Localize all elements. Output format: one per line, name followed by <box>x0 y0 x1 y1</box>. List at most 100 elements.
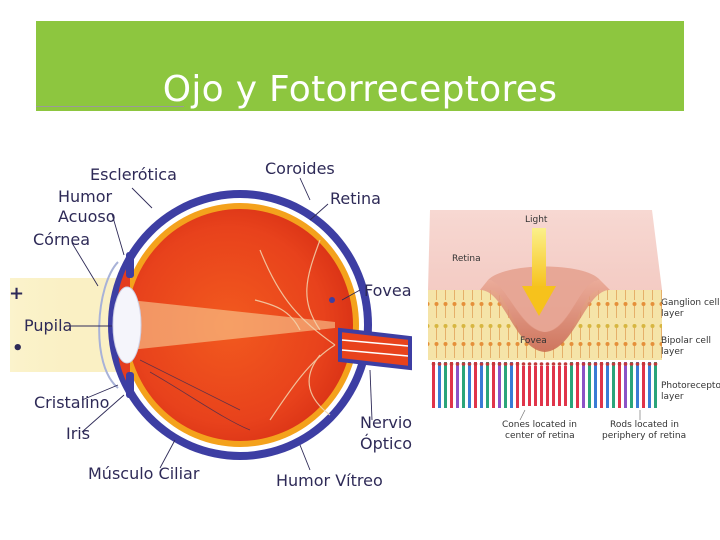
cone-cell <box>546 366 549 406</box>
cone-cell <box>522 366 525 406</box>
light-cone <box>130 300 335 350</box>
rod-cell <box>510 362 513 408</box>
rod-cell <box>612 362 615 408</box>
label-esclerotica: Esclerótica <box>90 165 177 184</box>
rod-cell <box>606 362 609 408</box>
receptor-nucleus <box>539 362 544 366</box>
receptor-nucleus <box>443 362 448 366</box>
receptor-nucleus <box>557 362 562 366</box>
retina-illustration <box>428 210 662 421</box>
cone-cell <box>534 366 537 406</box>
fovea-pit <box>480 280 610 352</box>
eye-illustration <box>10 177 412 471</box>
label-iris: Iris <box>66 424 91 443</box>
label-cornea: Córnea <box>33 230 91 249</box>
label-fovea-detail: Fovea <box>520 336 547 346</box>
receptor-nucleus <box>485 362 490 366</box>
receptor-nucleus <box>467 362 472 366</box>
rod-cell <box>630 362 633 408</box>
rod-cell <box>492 362 495 408</box>
receptor-nucleus <box>449 362 454 366</box>
label-photo-2: layer <box>661 392 684 402</box>
rod-cell <box>636 362 639 408</box>
label-cones-1: Cones located in <box>502 420 577 430</box>
receptor-nucleus <box>431 362 436 366</box>
receptor-nucleus <box>611 362 616 366</box>
rod-cell <box>642 362 645 408</box>
label-cristalino: Cristalino <box>34 393 110 412</box>
receptor-nucleus <box>551 362 556 366</box>
label-rods-2: periphery of retina <box>602 431 687 441</box>
rod-cell <box>468 362 471 408</box>
label-coroides: Coroides <box>265 159 335 178</box>
receptor-nucleus <box>437 362 442 366</box>
slide-title: Ojo y Fotorreceptores <box>162 69 558 110</box>
label-rods-1: Rods located in <box>610 420 679 430</box>
label-ganglion-1: Ganglion cell <box>661 298 720 308</box>
receptor-nucleus <box>629 362 634 366</box>
receptor-nucleus <box>581 362 586 366</box>
receptor-nucleus <box>515 362 520 366</box>
rod-cell <box>474 362 477 408</box>
rod-cell <box>618 362 621 408</box>
rod-cell <box>648 362 651 408</box>
lens <box>112 286 142 364</box>
label-bipolar-1: Bipolar cell <box>661 336 711 346</box>
cone-cell <box>540 366 543 406</box>
rod-cell <box>480 362 483 408</box>
receptor-nucleus <box>461 362 466 366</box>
receptor-nucleus <box>497 362 502 366</box>
receptor-nucleus <box>587 362 592 366</box>
label-humor-vitreo: Humor Vítreo <box>276 471 383 490</box>
label-humor-acuoso-1: Humor <box>58 187 113 206</box>
receptor-nucleus <box>617 362 622 366</box>
receptor-nucleus <box>521 362 526 366</box>
cone-cell <box>564 366 567 406</box>
optic-nerve <box>338 327 412 371</box>
rod-cell <box>456 362 459 408</box>
light-arrow <box>522 228 556 316</box>
rod-cell <box>582 362 585 408</box>
title-underline <box>36 106 184 107</box>
receptor-nucleus <box>455 362 460 366</box>
label-photo-1: Photoreceptor <box>661 381 720 391</box>
rod-cell <box>462 362 465 408</box>
rod-cell <box>624 362 627 408</box>
receptor-nucleus <box>527 362 532 366</box>
label-nervio: Nervio <box>360 413 413 432</box>
receptor-nucleus <box>533 362 538 366</box>
label-plus: + <box>9 283 25 304</box>
receptor-nucleus <box>563 362 568 366</box>
photoreceptor-layer <box>428 360 662 410</box>
label-humor-acuoso-2: Acuoso <box>58 207 116 226</box>
rod-cell <box>504 362 507 408</box>
label-light: Light <box>525 215 548 225</box>
receptor-nucleus <box>653 362 658 366</box>
cone-cell <box>528 366 531 406</box>
label-cones-2: center of retina <box>505 431 575 441</box>
rod-cell <box>588 362 591 408</box>
receptor-nucleus <box>593 362 598 366</box>
receptor-nucleus <box>569 362 574 366</box>
rod-cell <box>576 362 579 408</box>
label-musculo-ciliar: Músculo Ciliar <box>88 464 200 483</box>
label-optico: Óptico <box>360 434 413 453</box>
rod-cell <box>444 362 447 408</box>
rod-cell <box>438 362 441 408</box>
rod-cell <box>654 362 657 408</box>
rod-cell <box>450 362 453 408</box>
receptor-nucleus <box>545 362 550 366</box>
rod-cell <box>498 362 501 408</box>
label-dot: • <box>12 338 24 359</box>
label-retina-detail: Retina <box>452 254 481 264</box>
receptor-nucleus <box>509 362 514 366</box>
rod-cell <box>432 362 435 408</box>
label-retina: Retina <box>330 189 381 208</box>
receptor-nucleus <box>623 362 628 366</box>
rod-cell <box>600 362 603 408</box>
rod-cell <box>516 362 519 408</box>
label-pupila: Pupila <box>24 316 73 335</box>
label-bipolar-2: layer <box>661 347 684 357</box>
receptor-nucleus <box>635 362 640 366</box>
